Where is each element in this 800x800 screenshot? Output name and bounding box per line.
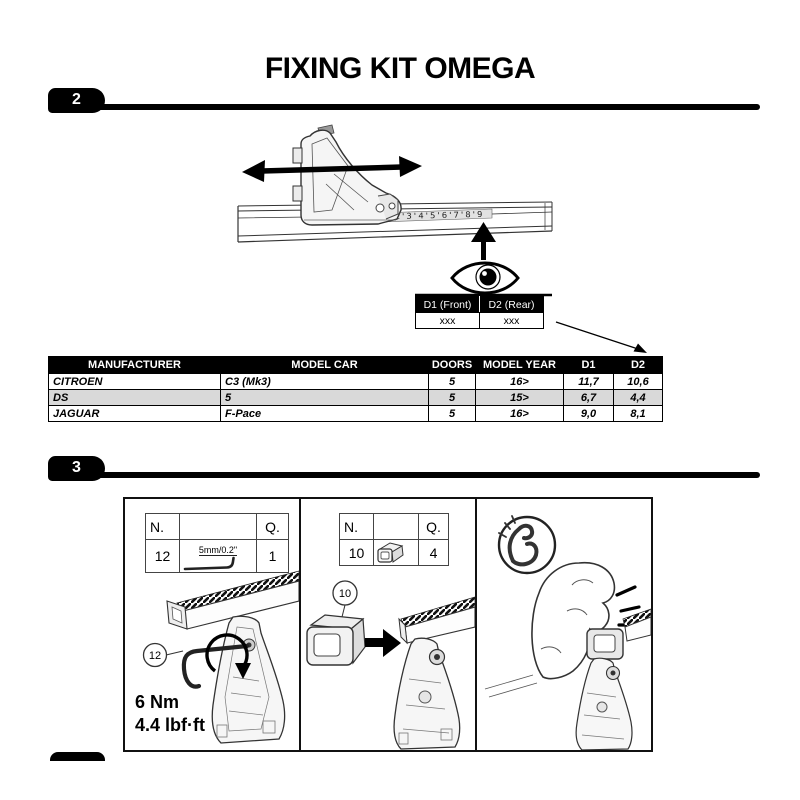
step-3-rule	[88, 472, 760, 478]
foot-bracket-art	[393, 637, 461, 750]
table-header-row: MANUFACTURER MODEL CAR DOORS MODEL YEAR …	[48, 356, 663, 374]
item-qty: 1	[256, 539, 289, 573]
foot-bracket-art	[292, 124, 402, 226]
table-cell: 5	[220, 389, 429, 406]
torque-imperial-label: 4.4 lbf·ft	[135, 715, 205, 735]
table-cell: JAGUAR	[48, 405, 221, 422]
panel-tighten-torque: N. Q. 12 5mm/0.2" 1	[123, 497, 301, 752]
table-cell: 11,7	[563, 373, 614, 390]
table-header-cell: D1	[563, 356, 614, 374]
allen-key-icon	[181, 643, 250, 689]
item-number: 10	[339, 539, 374, 566]
bar-foot-adjust-illustration: 1'2'3'4'5'6'7'8'9	[237, 124, 553, 297]
torque-metric-label: 6 Nm	[135, 692, 180, 712]
table-cell: 5	[428, 405, 476, 422]
table-header-cell: DOORS	[428, 356, 476, 374]
end-cap-cell	[373, 539, 419, 566]
allen-key-cell: 5mm/0.2"	[179, 539, 257, 573]
page-title: FIXING KIT OMEGA	[264, 52, 536, 85]
table-header-cell: MANUFACTURER	[48, 356, 221, 374]
callout-12-label: 12	[149, 650, 161, 662]
item-number: 12	[145, 539, 180, 573]
foot-bracket-art	[575, 657, 633, 750]
tool-size-label: 5mm/0.2"	[198, 545, 238, 556]
mini-table-value-d2: xxx	[479, 312, 544, 329]
insert-cap-art: 10	[306, 580, 475, 750]
step-2-header: 2	[48, 88, 760, 118]
n-header: N.	[339, 513, 374, 540]
step-4-badge-partial	[50, 752, 105, 761]
insert-arrow-icon	[365, 629, 401, 657]
panel-insert-cap: N. Q. 10 4	[299, 497, 477, 752]
mini-table-header-d1: D1 (Front)	[415, 296, 480, 313]
end-cap-icon	[377, 541, 404, 563]
mini-table-value-d1: xxx	[415, 312, 480, 329]
table-header-cell: MODEL CAR	[220, 356, 429, 374]
panel-press-cap	[475, 497, 653, 752]
bar-lines	[484, 674, 538, 698]
table-cell: 15>	[475, 389, 564, 406]
tool-qty-table: N. Q. 12 5mm/0.2" 1	[145, 513, 289, 573]
vehicle-fit-table: MANUFACTURER MODEL CAR DOORS MODEL YEAR …	[48, 356, 663, 422]
table-cell: 6,7	[563, 389, 614, 406]
table-header-cell: MODEL YEAR	[475, 356, 564, 374]
table-cell: CITROEN	[48, 373, 221, 390]
table-cell: 8,1	[613, 405, 663, 422]
table-cell: F-Pace	[220, 405, 429, 422]
ruler-scale: 1'2'3'4'5'6'7'8'9	[383, 210, 483, 222]
table-cell: 9,0	[563, 405, 614, 422]
item-qty: 4	[418, 539, 449, 566]
muscle-icon	[497, 515, 557, 575]
allen-key-icon	[183, 556, 235, 571]
q-header: Q.	[256, 513, 289, 540]
press-cap-art	[484, 515, 651, 750]
table-row: DS 5 5 15> 6,7 4,4	[48, 389, 663, 406]
cap-qty-table: N. Q. 10 4	[339, 513, 449, 566]
n-header: N.	[145, 513, 180, 540]
step-2-badge: 2	[48, 88, 105, 113]
end-cap-icon	[306, 614, 366, 666]
mini-table-header-d2: D2 (Rear)	[479, 296, 544, 313]
end-cap-icon	[586, 628, 624, 660]
table-row: CITROEN C3 (Mk3) 5 16> 11,7 10,6	[48, 373, 663, 390]
step-3-header: 3	[48, 456, 760, 486]
step-3-badge: 3	[48, 456, 105, 481]
table-cell: 5	[428, 389, 476, 406]
table-header-cell: D2	[613, 356, 663, 374]
empty-header-cell	[179, 513, 257, 540]
step-3-panels: N. Q. 12 5mm/0.2" 1	[123, 497, 653, 752]
tighten-foot-art: 12	[142, 570, 299, 744]
callout-10-label: 10	[339, 588, 351, 600]
double-arrow-icon	[242, 156, 422, 182]
up-arrow-icon	[471, 222, 496, 260]
press-hand-icon	[531, 561, 616, 680]
rotation-arrow-icon	[205, 633, 251, 679]
pointer-arrow-icon	[555, 321, 647, 353]
table-cell: 10,6	[613, 373, 663, 390]
table-cell: 16>	[475, 373, 564, 390]
table-cell: 5	[428, 373, 476, 390]
q-header: Q.	[418, 513, 449, 540]
empty-header-cell	[373, 513, 419, 540]
table-cell: 16>	[475, 405, 564, 422]
table-cell: C3 (Mk3)	[220, 373, 429, 390]
table-row: JAGUAR F-Pace 5 16> 9,0 8,1	[48, 405, 663, 422]
measure-mini-table: D1 (Front) D2 (Rear) xxx xxx	[415, 296, 544, 329]
callout-10: 10	[332, 580, 358, 622]
callout-12: 12	[142, 642, 184, 668]
step-2-rule	[88, 104, 760, 110]
eye-icon	[450, 261, 520, 295]
table-cell: DS	[48, 389, 221, 406]
table-cell: 4,4	[613, 389, 663, 406]
